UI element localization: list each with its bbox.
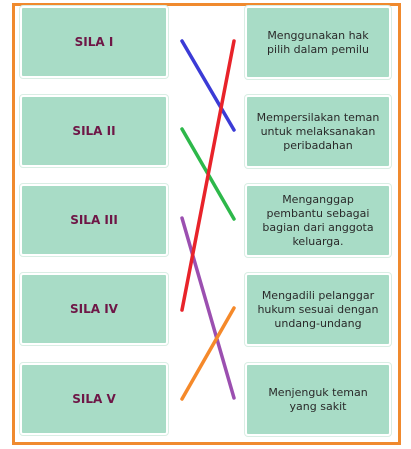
connection-line-5 <box>180 306 236 401</box>
sila-2-box[interactable]: SILA II <box>20 95 168 167</box>
description-5-box[interactable]: Menjenguk teman yang sakit <box>245 363 391 436</box>
sila-3-label: SILA III <box>70 213 118 227</box>
sila-4-label: SILA IV <box>70 302 118 316</box>
sila-5-label: SILA V <box>72 392 116 406</box>
sila-2-label: SILA II <box>72 124 116 138</box>
description-5-text: Menjenguk teman yang sakit <box>268 385 368 413</box>
connection-line-1 <box>180 39 236 132</box>
sila-3-box[interactable]: SILA III <box>20 184 168 256</box>
connection-line-4 <box>180 39 236 312</box>
sila-1-box[interactable]: SILA I <box>20 6 168 78</box>
description-1-box[interactable]: Menggunakan hak pilih dalam pemilu <box>245 6 391 79</box>
description-3-text: Menganggap pembantu sebagai bagian dari … <box>262 192 374 248</box>
description-1-text: Menggunakan hak pilih dalam pemilu <box>267 28 369 56</box>
sila-5-box[interactable]: SILA V <box>20 363 168 435</box>
description-4-text: Mengadili pelanggar hukum sesuai dengan … <box>257 288 379 330</box>
sila-4-box[interactable]: SILA IV <box>20 273 168 345</box>
description-2-box[interactable]: Mempersilakan teman untuk melaksanakan p… <box>245 95 391 168</box>
sila-1-label: SILA I <box>74 35 114 49</box>
connection-line-3 <box>180 216 236 400</box>
description-4-box[interactable]: Mengadili pelanggar hukum sesuai dengan … <box>245 273 391 346</box>
description-3-box[interactable]: Menganggap pembantu sebagai bagian dari … <box>245 184 391 257</box>
description-2-text: Mempersilakan teman untuk melaksanakan p… <box>256 110 380 152</box>
